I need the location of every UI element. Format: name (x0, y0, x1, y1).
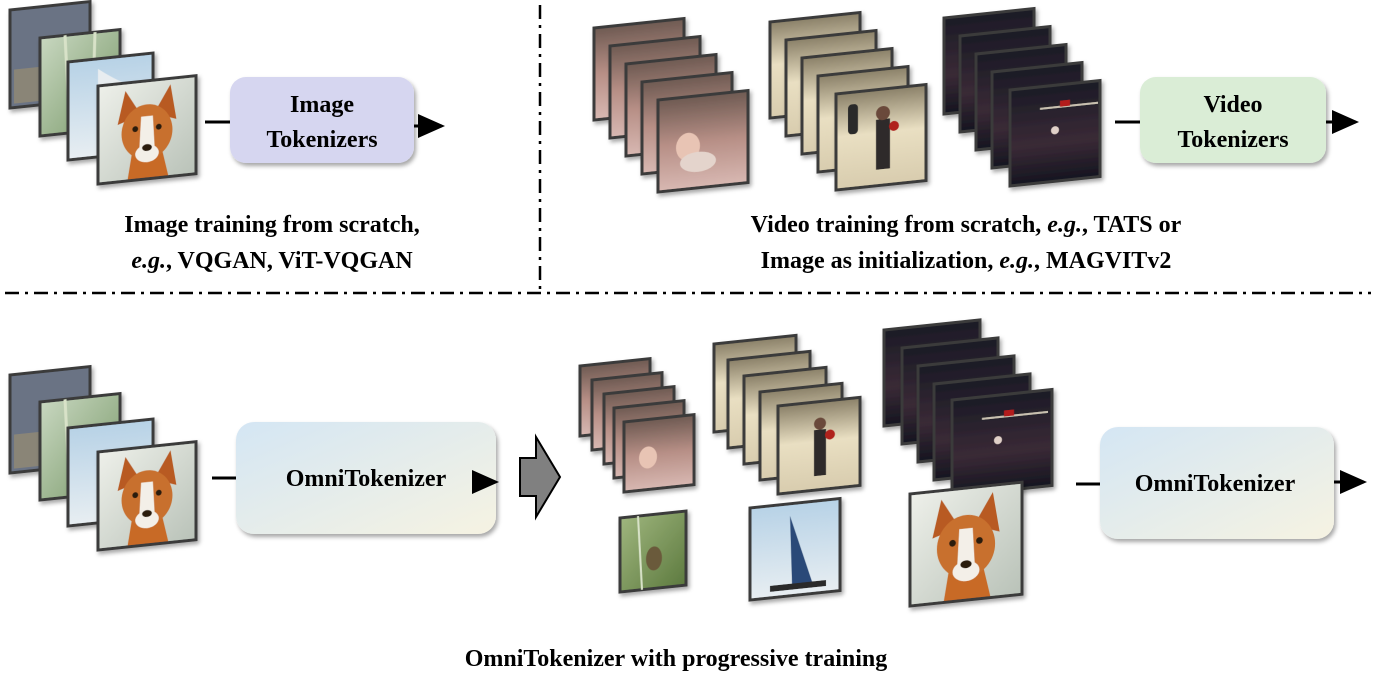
image-frame-dog (96, 74, 198, 186)
bottom-image-dog (908, 480, 1024, 608)
bottom-video-stacks (578, 318, 1054, 498)
video-tokenizers-label-2: Tokenizers (1177, 127, 1288, 153)
omnitokenizer-box-left (236, 422, 496, 534)
top-left-caption-1: Image training from scratch, (124, 212, 420, 238)
video-stack-gymnastics (942, 6, 1102, 188)
video-tokenizers-box (1140, 77, 1326, 163)
image-tokenizers-box (230, 77, 414, 163)
image-tokenizers-label-2: Tokenizers (266, 127, 377, 153)
omnitokenizer-box-right (1100, 427, 1334, 539)
bottom-image-sailboat (748, 496, 842, 602)
bottom-image-stack (8, 364, 198, 552)
image-tokenizers-label-1: Image (290, 92, 354, 118)
bottom-caption: OmniTokenizer with progressive training (465, 646, 887, 672)
top-right-caption-2: Image as initialization, e.g., MAGVITv2 (761, 248, 1172, 274)
top-video-stacks (592, 6, 1102, 194)
video-stack-baby (592, 16, 750, 194)
bottom-image-bird (618, 509, 688, 594)
bottom-video-stack-baby (578, 356, 696, 494)
omnitokenizer-label-left: OmniTokenizer (286, 466, 447, 492)
video-tokenizers-label-1: Video (1203, 92, 1262, 118)
bottom-video-stack-boxing (712, 333, 862, 496)
progress-arrow-icon (519, 433, 562, 521)
top-left-caption-2: e.g., VQGAN, ViT-VQGAN (131, 248, 413, 274)
video-stack-boxing (768, 10, 928, 192)
omnitokenizer-label-right: OmniTokenizer (1135, 471, 1296, 497)
bottom-video-stack-gymnastics (882, 318, 1054, 498)
top-right-caption-1: Video training from scratch, e.g., TATS … (751, 212, 1182, 238)
top-image-stack (8, 0, 198, 186)
